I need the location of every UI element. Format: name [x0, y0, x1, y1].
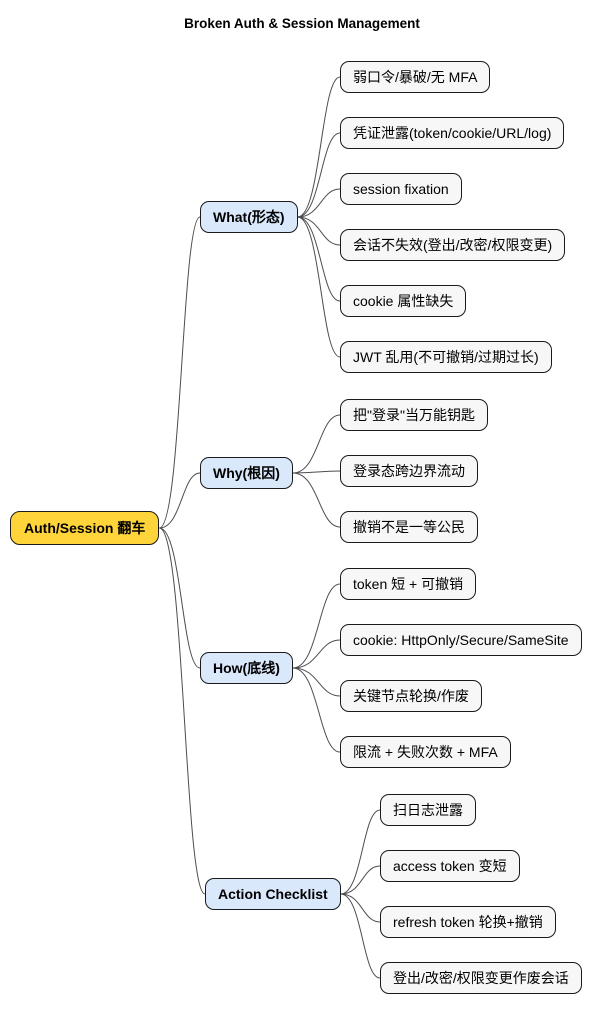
connector-line: [292, 414, 341, 474]
connector-line: [292, 470, 341, 474]
leaf-node[interactable]: 登出/改密/权限变更作废会话: [380, 962, 582, 994]
connector-line: [292, 667, 341, 697]
connector-line: [297, 132, 341, 218]
connector-line: [159, 527, 206, 895]
connector-line: [340, 809, 381, 895]
connector-line: [340, 865, 381, 895]
leaf-node[interactable]: 把"登录"当万能钥匙: [340, 399, 488, 431]
leaf-node[interactable]: JWT 乱用(不可撤销/过期过长): [340, 341, 552, 373]
connector-line: [340, 893, 381, 979]
branch-node-action-checklist[interactable]: Action Checklist: [205, 878, 341, 910]
connector-line: [292, 472, 341, 528]
connector-line: [297, 216, 341, 246]
leaf-node[interactable]: cookie: HttpOnly/Secure/SameSite: [340, 624, 582, 656]
connector-line: [297, 216, 341, 302]
leaf-node[interactable]: 凭证泄露(token/cookie/URL/log): [340, 117, 565, 149]
connector-line: [297, 76, 341, 218]
leaf-node[interactable]: 关键节点轮换/作废: [340, 680, 482, 712]
connector-line: [292, 667, 341, 753]
leaf-node[interactable]: 扫日志泄露: [380, 794, 476, 826]
connector-line: [159, 216, 201, 529]
connector-line: [340, 893, 381, 923]
connector-line: [159, 472, 201, 529]
root-node[interactable]: Auth/Session 翻车: [10, 511, 160, 545]
leaf-node[interactable]: cookie 属性缺失: [340, 285, 467, 317]
leaf-node[interactable]: access token 变短: [380, 850, 520, 882]
leaf-node[interactable]: refresh token 轮换+撤销: [380, 906, 556, 938]
connector-line: [292, 583, 341, 669]
connector-line: [292, 639, 341, 669]
leaf-node[interactable]: token 短 + 可撤销: [340, 568, 477, 600]
leaf-node[interactable]: 登录态跨边界流动: [340, 455, 478, 487]
connector-line: [297, 216, 341, 358]
connector-line: [159, 527, 201, 669]
branch-node-how[interactable]: How(底线): [200, 652, 293, 684]
branch-node-why[interactable]: Why(根因): [200, 457, 293, 489]
leaf-node[interactable]: 限流 + 失败次数 + MFA: [340, 736, 511, 768]
leaf-node[interactable]: 弱口令/暴破/无 MFA: [340, 61, 491, 93]
branch-node-what[interactable]: What(形态): [200, 201, 298, 233]
leaf-node[interactable]: 会话不失效(登出/改密/权限变更): [340, 229, 566, 261]
connector-line: [297, 188, 341, 218]
leaf-node[interactable]: session fixation: [340, 173, 462, 205]
leaf-node[interactable]: 撤销不是一等公民: [340, 511, 478, 543]
diagram-title: Broken Auth & Session Management: [184, 16, 420, 31]
